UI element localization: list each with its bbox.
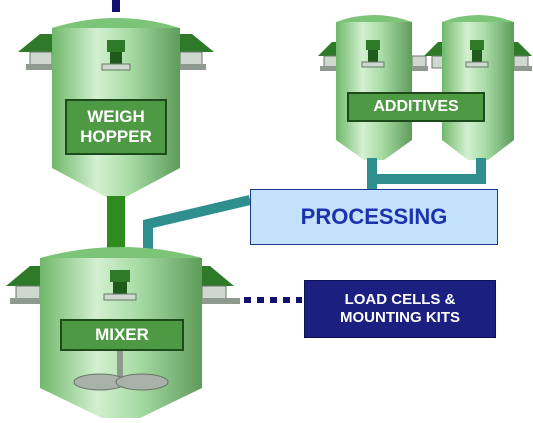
additives-left-inner-bracket	[410, 55, 428, 71]
mixer-label: MIXER	[60, 319, 184, 351]
weigh-hopper-right-bracket	[176, 34, 214, 70]
hopper-to-mixer-pipe	[107, 196, 125, 248]
weigh-hopper-left-bracket	[18, 34, 56, 70]
additives-left-bracket	[318, 42, 340, 71]
additives-right-inner-bracket	[424, 42, 445, 69]
load-cells-box: LOAD CELLS & MOUNTING KITS	[304, 280, 496, 338]
additives-label: ADDITIVES	[347, 92, 485, 122]
additives-left-top-nozzle	[361, 40, 385, 68]
mixer-top-nozzle	[103, 270, 137, 301]
weigh-hopper-label: WEIGH HOPPER	[65, 99, 167, 155]
additives-tank-right	[424, 15, 532, 160]
additives-tank-left	[318, 15, 428, 160]
feed-pipe	[112, 0, 120, 12]
additives-right-top-nozzle	[465, 40, 489, 68]
mixer-right-bracket	[200, 266, 240, 304]
additives-right-bracket	[512, 42, 532, 71]
processing-box: PROCESSING	[250, 189, 498, 245]
additives-to-processing-pipes	[367, 158, 486, 190]
mixer-left-bracket	[6, 266, 44, 304]
weigh-hopper-top-nozzle	[101, 40, 131, 71]
mixer-agitator	[73, 350, 169, 391]
